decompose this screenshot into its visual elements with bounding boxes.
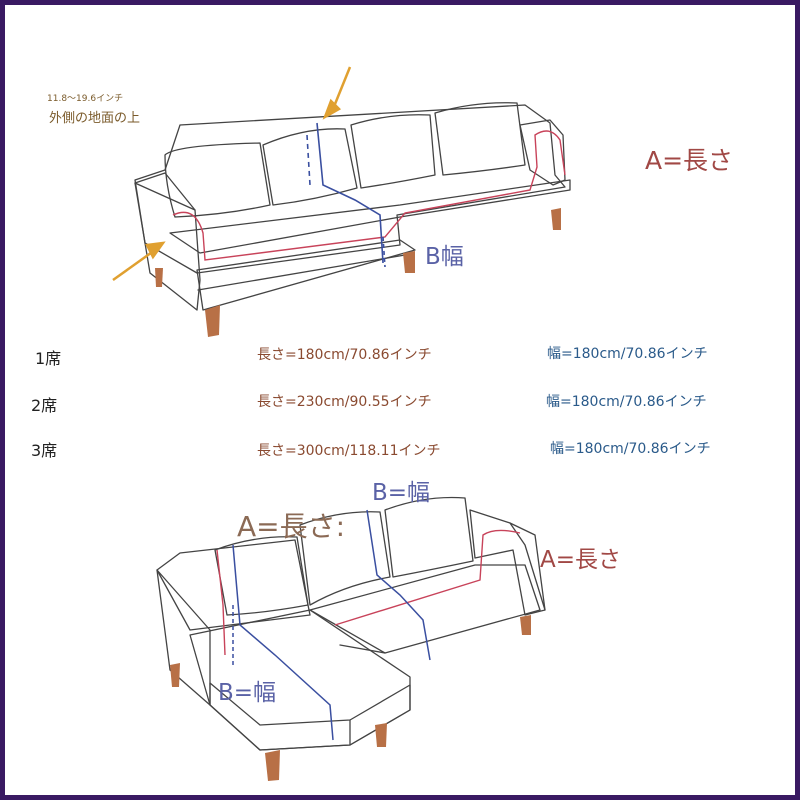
bottom-back-cushion-2 <box>299 511 391 606</box>
leg <box>205 305 220 337</box>
leg <box>265 750 280 781</box>
length-label-bottom-left: A=長さ: <box>237 510 346 543</box>
seat-front <box>169 179 571 254</box>
arrow-top <box>331 66 352 110</box>
right-arm <box>519 119 566 186</box>
diagram-frame: 11.8～19.6インチ 外側の地面の上 A=長さ B幅 1席 長さ=180cm… <box>5 5 795 795</box>
width-label-bottom-top: B=幅 <box>372 480 431 506</box>
sofa-top-illustration <box>112 66 571 337</box>
length-value-1: 長さ=180cm/70.86インチ <box>257 347 432 363</box>
chaise-back <box>156 539 311 631</box>
bottom-length-line-main <box>334 529 521 626</box>
seat-count-2: 2席 <box>31 396 58 415</box>
leg <box>170 663 180 687</box>
leg <box>155 268 163 287</box>
seat-count-3: 3席 <box>31 441 58 460</box>
width-line-b <box>316 122 384 264</box>
bottom-back-cushion-1 <box>214 536 309 616</box>
length-label-bottom-right: A=長さ <box>540 547 622 573</box>
width-label-bottom-left: B=幅 <box>218 680 277 706</box>
ground-note: 外側の地面の上 <box>49 111 141 126</box>
width-value-2: 幅=180cm/70.86インチ <box>546 394 707 410</box>
left-arm <box>134 172 201 311</box>
arrow-left <box>112 248 156 282</box>
bottom-length-line-left <box>216 549 226 656</box>
bottom-main-seat <box>309 564 541 654</box>
length-value-3: 長さ=300cm/118.11インチ <box>257 443 441 459</box>
ground-range-note: 11.8～19.6インチ <box>47 94 124 104</box>
sofa-base <box>196 239 416 311</box>
leg <box>375 723 387 747</box>
seat-count-1: 1席 <box>35 349 62 368</box>
leg <box>551 208 561 230</box>
length-line-a <box>172 130 566 261</box>
leg <box>520 615 531 635</box>
sofa-bottom-illustration <box>156 496 546 781</box>
width-value-1: 幅=180cm/70.86インチ <box>547 346 708 362</box>
length-label-top: A=長さ <box>645 146 734 175</box>
width-value-3: 幅=180cm/70.86インチ <box>550 441 711 457</box>
chaise-front <box>209 682 411 751</box>
chaise-left-side <box>156 569 211 706</box>
back-cushion-1 <box>164 142 271 218</box>
leg <box>403 251 415 273</box>
bottom-back-cushion-3 <box>384 496 474 578</box>
back-cushion-3 <box>350 114 436 189</box>
bottom-width-line-left <box>232 544 334 741</box>
back-cushion-4 <box>434 102 526 176</box>
width-label-top: B幅 <box>425 244 464 270</box>
bottom-width-line-right <box>366 509 431 661</box>
back-cushion-2 <box>262 128 358 206</box>
length-value-2: 長さ=230cm/90.55インチ <box>257 394 432 410</box>
